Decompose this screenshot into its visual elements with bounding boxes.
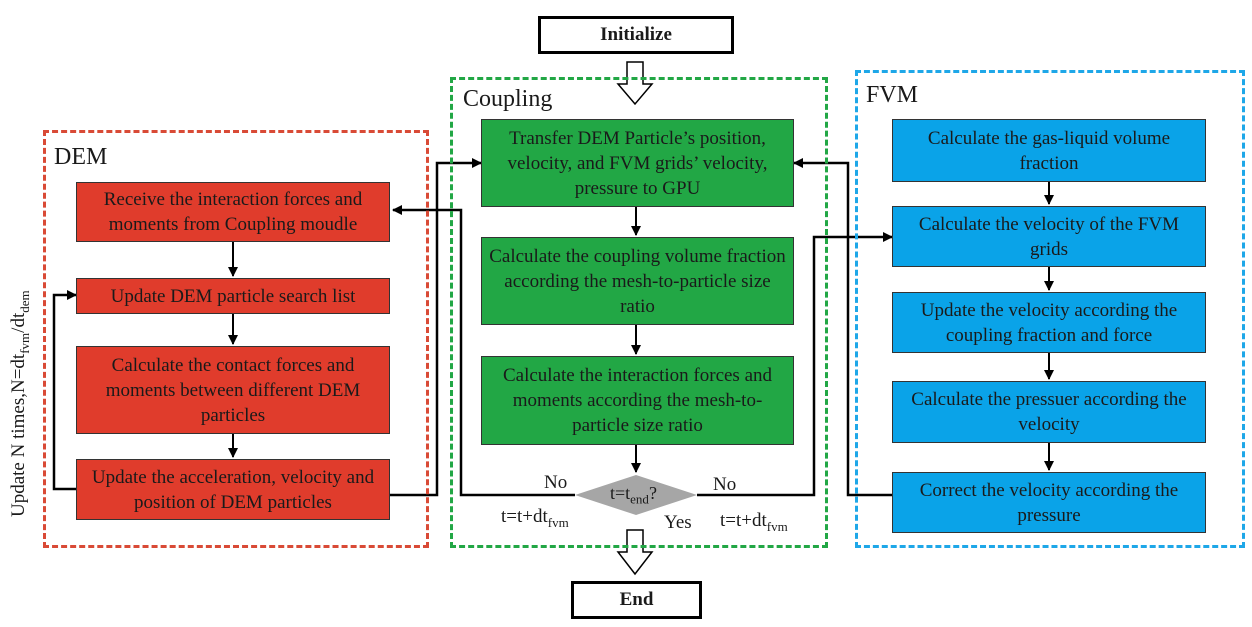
coupling-title: Coupling [463, 86, 553, 112]
dem-box-receive-forces: Receive the interaction forces and momen… [76, 182, 390, 242]
fvm-box-pressure: Calculate the pressuer according the vel… [892, 381, 1206, 443]
dem-box-update-search-list: Update DEM particle search list [76, 278, 390, 314]
fvm-box-velocity-grids: Calculate the velocity of the FVM grids [892, 206, 1206, 267]
coupling-box-volume-fraction: Calculate the coupling volume fraction a… [481, 237, 794, 325]
no-right-label: No [713, 474, 737, 495]
fvm-box-update-velocity: Update the velocity according the coupli… [892, 292, 1206, 353]
coupling-box-interaction-forces: Calculate the interaction forces and mom… [481, 356, 794, 445]
initialize-box: Initialize [538, 16, 734, 54]
dem-loop-arrow [52, 290, 77, 491]
decision-diamond [575, 475, 697, 515]
fvm-to-coupling-arrow [793, 158, 892, 497]
dem-title: DEM [54, 144, 108, 170]
dem-to-coupling-arrow [390, 158, 482, 497]
fvm-box-gas-liquid-fraction: Calculate the gas-liquid volume fraction [892, 119, 1206, 182]
end-box: End [571, 581, 702, 619]
fvm-box-correct-velocity: Correct the velocity according the press… [892, 472, 1206, 533]
yes-label: Yes [664, 512, 692, 533]
time-step-right-label: t=t+dtfvm [720, 510, 788, 534]
time-step-left-label: t=t+dtfvm [501, 506, 569, 530]
decision-label: t=tend? [610, 483, 657, 507]
no-left-label: No [544, 472, 568, 493]
fvm-frame [855, 70, 1245, 548]
coupling-frame [450, 77, 828, 548]
dem-box-update-acceleration: Update the acceleration, velocity and po… [76, 459, 390, 520]
hollow-arrow-bottom [616, 529, 654, 576]
dem-box-contact-forces: Calculate the contact forces and moments… [76, 346, 390, 434]
fvm-title: FVM [866, 82, 919, 108]
no-right-arrow [697, 232, 893, 497]
hollow-arrow-top [616, 61, 654, 106]
coupling-box-transfer: Transfer DEM Particle’s position, veloci… [481, 119, 794, 207]
dem-frame [43, 130, 429, 548]
dem-loop-label: Update N times,N=dtfvm/dtdem [8, 290, 32, 517]
